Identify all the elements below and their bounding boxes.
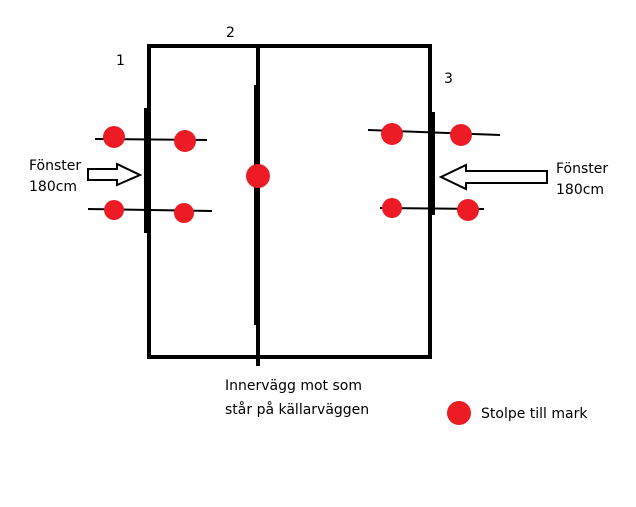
wall-label-1: 1 [116,53,125,69]
legend-label: Stolpe till mark [481,406,588,422]
window-right-size: 180cm [556,182,604,198]
post-marker [174,203,194,223]
window-right-label: Fönster [556,161,608,177]
inner-wall-description-line2: står på källarväggen [225,401,369,418]
wall-label-3: 3 [444,71,453,87]
post-marker [457,199,479,221]
wall-label-2: 2 [226,25,235,41]
post-marker [104,200,124,220]
legend-post-marker [447,401,471,425]
window-left-arrow [87,162,143,187]
post-marker [103,126,125,148]
post-marker [246,164,270,188]
post-marker [450,124,472,146]
post-marker [382,198,402,218]
post-marker [381,123,403,145]
post-marker [174,130,196,152]
window-right-arrow [438,163,548,191]
window-left-size: 180cm [29,179,77,195]
window-left-label: Fönster [29,158,81,174]
inner-wall-description: Innervägg mot som [225,378,362,394]
